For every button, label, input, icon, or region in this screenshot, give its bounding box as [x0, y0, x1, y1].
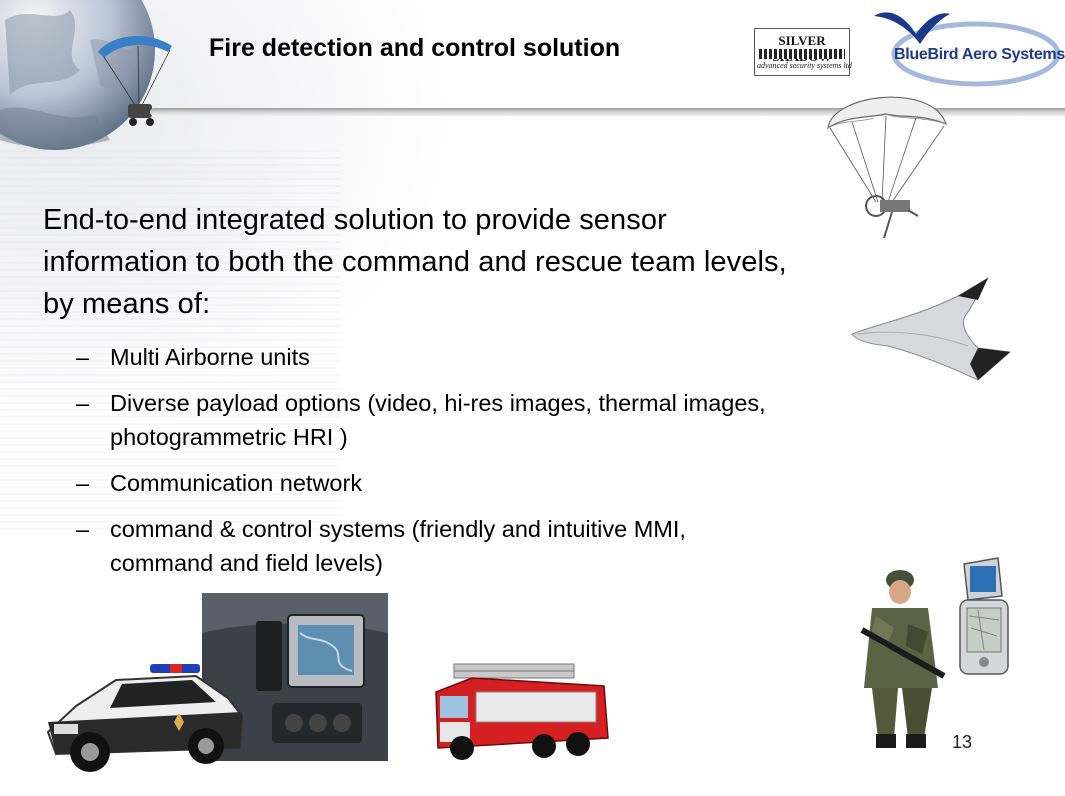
- intro-paragraph: End-to-end integrated solution to provid…: [43, 199, 1033, 325]
- vehicle-dashboard-display-image: [202, 593, 388, 761]
- fire-truck-image: [435, 663, 609, 760]
- parachute-payload-image: [827, 96, 947, 239]
- bullet-marker: –: [76, 344, 90, 370]
- bullet-item: – Diverse payload options (video, hi-res…: [76, 386, 766, 454]
- bullet-marker: –: [76, 516, 90, 542]
- soldier-image: [860, 570, 946, 748]
- bullet-text: command and field levels): [110, 550, 383, 576]
- bullet-text: Multi Airborne units: [110, 344, 310, 370]
- bullet-text: command & control systems (friendly and …: [110, 516, 686, 542]
- intro-line: by means of:: [43, 288, 211, 320]
- header-divider: [150, 108, 1065, 116]
- silver-shadow-logo: SILVER SHADOW advanced security systems …: [754, 28, 852, 76]
- bullet-item: – Multi Airborne units: [76, 340, 766, 374]
- silver-shadow-logo-tagline: advanced security systems ltd: [757, 61, 852, 70]
- bullet-text: Communication network: [110, 470, 363, 496]
- bullet-text: Diverse payload options (video, hi-res i…: [110, 390, 766, 416]
- flying-wing-uav-image: [851, 277, 1012, 381]
- bluebird-logo: BlueBird Aero Systems: [868, 4, 1065, 102]
- bullet-item: – command & control systems (friendly an…: [76, 512, 766, 580]
- bullet-item: – Communication network: [76, 466, 766, 500]
- silver-shadow-logo-pattern: [759, 49, 845, 59]
- police-car-image: [46, 664, 244, 772]
- intro-line: information to both the command and resc…: [43, 246, 787, 278]
- slide-title: Fire detection and control solution: [209, 34, 621, 62]
- intro-line: End-to-end integrated solution to provid…: [43, 204, 667, 236]
- bullet-text: photogrammetric HRI ): [110, 424, 348, 450]
- bluebird-logo-text: BlueBird Aero Systems: [894, 46, 1065, 63]
- background-texture: [0, 150, 340, 530]
- bullet-marker: –: [76, 390, 90, 416]
- globe-with-paraglider-image: [0, 0, 172, 150]
- bullet-marker: –: [76, 470, 90, 496]
- handheld-pda-image: [959, 557, 1009, 675]
- bullet-list: – Multi Airborne units – Diverse payload…: [76, 340, 766, 592]
- page-number: 13: [952, 732, 973, 752]
